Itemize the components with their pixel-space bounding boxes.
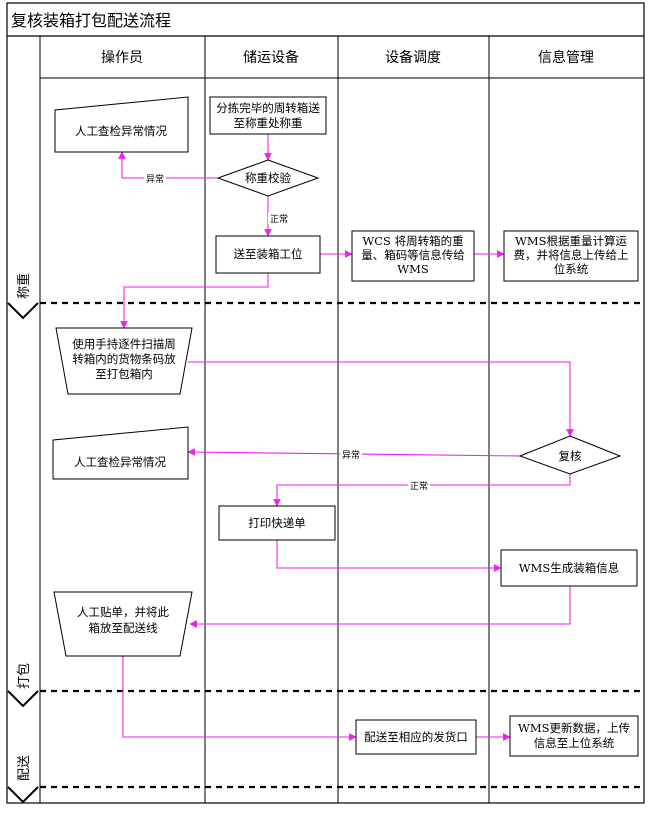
node-handheld-scan-line-1: 使用手持逐件扫描周: [72, 337, 176, 351]
edge-label-abnormal-2: 异常: [342, 449, 360, 461]
edge-n2-n3-abnormal: [118, 151, 220, 179]
node-wms-update-upload: [509, 715, 639, 757]
diagram-title: 复核装箱打包配送流程: [11, 11, 171, 30]
edge-n10-n11: [276, 540, 502, 572]
node-weight-check-decision: [216, 159, 320, 197]
node-wms-calc-freight: [503, 230, 639, 282]
node-handheld-scan: [55, 327, 193, 395]
node-review-label: 复核: [559, 449, 582, 463]
node-deliver-to-dock: [355, 719, 477, 755]
phase-label-pack: 打包: [17, 663, 32, 689]
diagram-frame: [6, 2, 645, 804]
node-wms-packing-info-label: WMS生成装箱信息: [519, 561, 619, 575]
node-sorted-box-to-scale: [209, 96, 327, 135]
edge-label-bg-normal-2: [408, 479, 430, 491]
node-label-and-ship-line: [53, 591, 193, 657]
node-label-ship-line-1: 人工贴单，并将此: [77, 605, 169, 619]
node-wms-update-line-2: 信息至上位系统: [534, 736, 615, 750]
lane-header-operator: 操作员: [101, 50, 143, 66]
node-handheld-scan-line-2: 转箱内的货物条码放: [72, 352, 176, 366]
node-sorted-box-to-scale-line-2: 至称重处称重: [234, 116, 303, 130]
node-wms-freight-line-3: 位系统: [554, 262, 589, 276]
node-manual-check-1-label: 人工查检异常情况: [75, 124, 167, 138]
node-wms-packing-info: [500, 549, 638, 587]
edge-n4-n7: [120, 273, 269, 329]
node-wms-freight-line-1: WMS根据重量计算运: [515, 234, 627, 248]
edge-label-bg-abnormal-2: [340, 448, 362, 460]
edge-label-normal-1: 正常: [270, 213, 288, 225]
edge-label-bg-abnormal-1: [144, 172, 166, 184]
lane-header-storage: 储运设备: [243, 49, 299, 66]
node-print-waybill-label: 打印快递单: [248, 516, 306, 530]
edge-n7-n8: [188, 361, 574, 437]
phase-chevron-3: [7, 786, 39, 804]
node-review-decision: [518, 435, 622, 475]
node-wms-freight-line-2: 费，并将信息上传给上: [514, 248, 629, 262]
node-to-packing-station: [215, 235, 321, 274]
node-to-packing-station-label: 送至装箱工位: [234, 247, 303, 261]
node-wms-update-line-1: WMS更新数据，上传: [518, 721, 630, 735]
node-label-ship-line-2: 箱放至配送线: [89, 621, 158, 635]
phase-chevron-2: [7, 690, 39, 708]
node-manual-check-2: [52, 426, 189, 480]
edge-n12-n13: [122, 656, 357, 741]
phase-chevron-1: [7, 302, 39, 320]
node-handheld-scan-line-3: 至打包箱内: [95, 367, 153, 381]
node-wcs-send-line-3: WMS: [397, 262, 429, 276]
phase-label-weigh: 称重: [16, 273, 32, 299]
node-wcs-send-to-wms: [351, 230, 475, 282]
node-wcs-send-line-1: WCS 将周转箱的重: [362, 234, 463, 248]
lane-header-dispatch: 设备调度: [385, 49, 441, 66]
node-deliver-to-dock-label: 配送至相应的发货口: [364, 730, 468, 744]
phase-label-deliver: 配送: [17, 755, 32, 781]
node-manual-check-2-label: 人工查检异常情况: [74, 455, 166, 469]
edge-n11-n12: [189, 586, 571, 628]
node-sorted-box-to-scale-line-1: 分拣完毕的周转箱送: [216, 101, 320, 115]
node-weight-check-label: 称重校验: [245, 171, 291, 185]
node-wcs-send-line-2: 量、箱码等信息传给: [361, 248, 465, 262]
node-print-waybill: [218, 505, 336, 541]
edge-label-normal-2: 正常: [410, 480, 428, 492]
edge-label-abnormal-1: 异常: [146, 173, 164, 185]
node-manual-check-1: [54, 96, 189, 153]
lane-header-info: 信息管理: [538, 49, 594, 66]
edge-label-bg-normal-1: [268, 212, 290, 224]
